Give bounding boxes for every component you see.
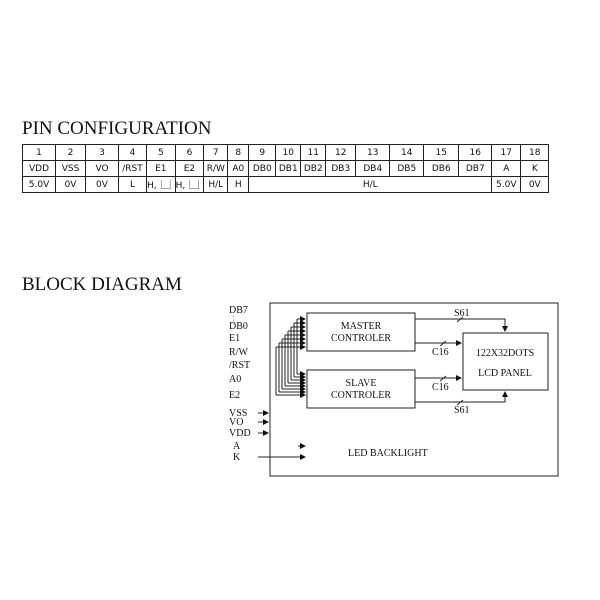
label-k: K xyxy=(233,452,241,463)
slave-controller-box xyxy=(306,369,416,409)
label-e1: E1 xyxy=(229,333,240,344)
slave-label-1: SLAVE xyxy=(346,378,377,389)
level-cell: 5.0V xyxy=(22,176,56,193)
label-vo: VO xyxy=(229,417,243,428)
bus-c16-top: C16 xyxy=(432,347,449,358)
label-e2: E2 xyxy=(229,390,240,401)
level-cell-data-bus: H/L xyxy=(248,176,493,193)
level-cell: H xyxy=(227,176,250,193)
master-label-2: CONTROLER xyxy=(331,333,391,344)
pin-config-title: PIN CONFIGURATION xyxy=(22,118,212,139)
bus-c16-bottom: C16 xyxy=(432,382,449,393)
master-label-1: MASTER xyxy=(341,321,382,332)
label-rw: R/W xyxy=(229,347,248,358)
master-controller-box xyxy=(306,312,416,352)
panel-label-2: LCD PANEL xyxy=(478,368,532,379)
label-db7: DB7 xyxy=(229,305,248,316)
label-range: ¦ xyxy=(233,314,234,322)
label-a0: A0 xyxy=(229,374,241,385)
label-vss: VSS xyxy=(229,408,247,419)
label-a: A xyxy=(233,441,241,452)
s61-slave-line xyxy=(415,391,508,403)
level-cell: 0V xyxy=(85,176,119,193)
panel-label-1: 122X32DOTS xyxy=(476,348,534,359)
label-rst: /RST xyxy=(229,360,250,371)
label-db0: DB0 xyxy=(229,321,248,332)
label-vdd: VDD xyxy=(229,428,251,439)
module-outline xyxy=(269,302,559,477)
lcd-panel-box xyxy=(462,332,549,391)
bus-s61-top: S61 xyxy=(454,308,470,319)
level-cell: L xyxy=(118,176,147,193)
input-bus-lines xyxy=(275,316,306,398)
block-diagram-title: BLOCK DIAGRAM xyxy=(22,274,182,295)
level-cell: H,⎿⏌ xyxy=(174,176,205,193)
level-cell: 0V xyxy=(520,176,550,193)
bus-s61-bottom: S61 xyxy=(454,405,470,416)
pin-level-row: 5.0V 0V 0V L H,⎿⏌ H,⎿⏌ H/L H H/L 5.0V 0V xyxy=(22,176,550,193)
slave-label-2: CONTROLER xyxy=(331,390,391,401)
led-backlight-label: LED BACKLIGHT xyxy=(348,448,428,459)
s61-master-line xyxy=(415,318,508,332)
level-cell: H,⎿⏌ xyxy=(146,176,176,193)
